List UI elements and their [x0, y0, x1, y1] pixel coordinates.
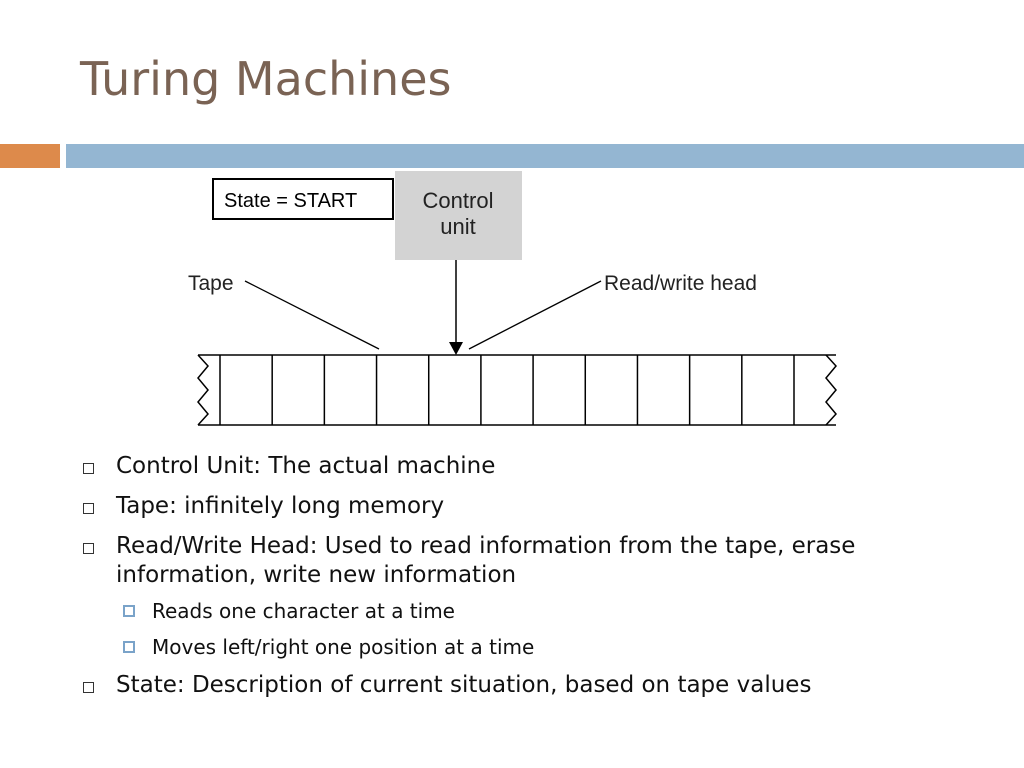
- tape: [197, 354, 837, 426]
- slide-title: Turing Machines: [80, 52, 452, 106]
- sub-bullet-text: Moves left/right one position at a time: [152, 635, 535, 659]
- control-unit-label-line2: unit: [440, 214, 475, 239]
- tape-right-break: [825, 354, 837, 426]
- bullet-text: State: Description of current situation,…: [116, 672, 812, 698]
- bullet-text: Control Unit: The actual machine: [116, 453, 496, 479]
- bullet-control-unit: Control Unit: The actual machine: [80, 452, 980, 481]
- bullet-text: Read/Write Head: Used to read informatio…: [116, 533, 856, 588]
- tape-label: Tape: [188, 272, 234, 295]
- tape-left-break: [197, 354, 209, 426]
- bullet-square-icon: [83, 543, 94, 554]
- sub-bullet-text: Reads one character at a time: [152, 599, 455, 623]
- bullet-square-icon: [83, 463, 94, 474]
- bullet-state: State: Description of current situation,…: [80, 671, 980, 700]
- sub-bullet-square-icon: [123, 605, 135, 617]
- tape-pointer-line: [244, 280, 380, 350]
- state-box: [212, 178, 394, 220]
- control-arrow-head: [449, 342, 463, 355]
- sub-bullet-moves: Moves left/right one position at a time: [116, 634, 980, 660]
- bullet-text: Tape: infinitely long memory: [116, 493, 445, 519]
- head-pointer-line: [468, 280, 602, 350]
- sub-bullet-reads: Reads one character at a time: [116, 598, 980, 624]
- state-box-label: State = START: [224, 190, 357, 212]
- bullet-square-icon: [83, 503, 94, 514]
- bullet-list: Control Unit: The actual machine Tape: i…: [80, 452, 980, 711]
- control-unit-label-line1: Control: [423, 188, 494, 213]
- sub-bullet-list: Reads one character at a time Moves left…: [116, 598, 980, 660]
- accent-bar-blue: [66, 144, 1024, 168]
- sub-bullet-square-icon: [123, 641, 135, 653]
- bullet-square-icon: [83, 682, 94, 693]
- accent-bar-orange: [0, 144, 60, 168]
- bullet-read-write-head: Read/Write Head: Used to read informatio…: [80, 532, 980, 660]
- head-label: Read/write head: [604, 272, 757, 295]
- bullet-tape: Tape: infinitely long memory: [80, 492, 980, 521]
- control-unit-box: [395, 171, 522, 260]
- turing-machine-diagram: State = START Control unit Tape Read/wri…: [188, 171, 837, 426]
